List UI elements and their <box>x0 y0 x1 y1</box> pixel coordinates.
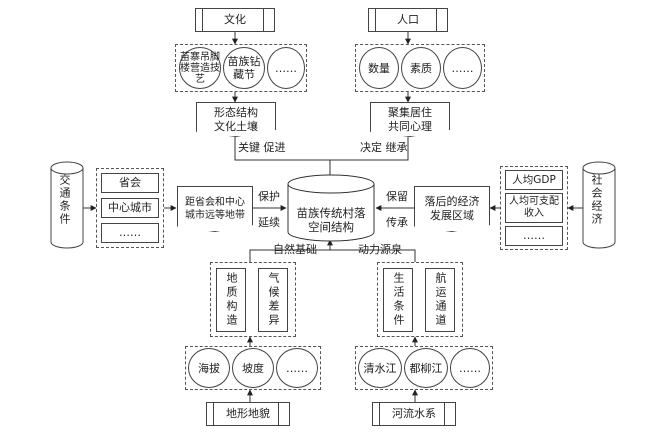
terrain-factors-group <box>210 262 296 337</box>
transport-summary-line-2: 城市远等地带 <box>185 210 245 221</box>
economy-item-box: …… <box>505 226 563 246</box>
population-title-box: 人口 <box>368 8 448 32</box>
population-summary-box: 聚集居住 共同心理 <box>370 102 450 137</box>
transport-item-box: 中心城市 <box>101 198 159 218</box>
terrain-item-circle: 坡度 <box>232 348 274 388</box>
economy-item-2: 人均可支配收入 <box>509 196 559 219</box>
population-item-circle: 素质 <box>401 47 441 89</box>
river-item-circle: 都柳江 <box>404 348 448 388</box>
transport-item-3: …… <box>119 226 141 239</box>
economy-item-1: 人均GDP <box>512 174 556 186</box>
river-item-circle: …… <box>450 348 490 388</box>
economy-summary-line-1: 落后的经济 <box>424 195 480 208</box>
population-item-circle: 数量 <box>359 47 399 89</box>
economy-items-group <box>500 166 568 250</box>
terrain-factor-box: 气候差异 <box>258 268 288 332</box>
population-item-2: 素质 <box>410 61 432 75</box>
population-item-circle: …… <box>443 47 482 89</box>
economy-link-label-1: 保留 <box>386 190 408 203</box>
culture-item-1: 苗寨吊脚楼营造技艺 <box>180 51 220 85</box>
culture-item-circle: …… <box>267 47 305 89</box>
population-title: 人口 <box>397 13 419 26</box>
culture-item-circle: 苗族钻藏节 <box>223 47 265 89</box>
transport-item-1: 省会 <box>119 176 141 189</box>
transport-cylinder <box>50 161 84 249</box>
river-title: 河流水系 <box>392 407 436 420</box>
transport-item-2: 中心城市 <box>108 201 152 214</box>
transport-link-label-1: 保护 <box>258 190 280 203</box>
transport-summary-line-1: 距省会和中心 <box>185 197 245 208</box>
center-title-line-2: 空间结构 <box>308 220 354 234</box>
terrain-title: 地形地貌 <box>226 407 270 420</box>
population-link-label: 决定 继承 <box>360 141 408 154</box>
terrain-item-1: 海拔 <box>198 361 220 375</box>
culture-title-box: 文化 <box>195 8 275 32</box>
culture-item-2: 苗族钻藏节 <box>227 55 261 81</box>
economy-link-label-2: 传承 <box>386 216 408 229</box>
culture-summary-line-2: 文化土壤 <box>214 119 258 133</box>
culture-link-label: 关键 促进 <box>238 141 286 154</box>
transport-items-group <box>96 168 164 248</box>
terrain-item-2: 坡度 <box>242 361 264 375</box>
terrain-factor-2: 气候差异 <box>267 272 280 328</box>
river-item-1: 清水江 <box>363 361 397 375</box>
center-label-natural: 自然基础 <box>273 243 317 256</box>
terrain-item-circle: 海拔 <box>188 348 230 388</box>
river-items-group <box>355 346 493 390</box>
transport-link-label-2: 延续 <box>258 216 280 229</box>
center-title: 苗族传统村落 空间结构 <box>290 206 372 234</box>
economy-cylinder <box>582 161 616 249</box>
terrain-factor-box: 地质构造 <box>216 268 246 332</box>
transport-item-box: 省会 <box>101 173 159 193</box>
culture-item-3: …… <box>275 61 297 75</box>
river-factor-1: 生活条件 <box>392 272 405 328</box>
river-title-box: 河流水系 <box>372 402 456 426</box>
river-item-3: …… <box>459 361 481 375</box>
terrain-items-group <box>185 346 321 390</box>
population-item-1: 数量 <box>368 61 390 75</box>
transport-title: 交通条件 <box>58 174 71 226</box>
center-cylinder <box>287 174 375 242</box>
river-item-circle: 清水江 <box>358 348 402 388</box>
river-factor-2: 航运通道 <box>434 272 447 328</box>
terrain-item-3: …… <box>286 361 308 375</box>
economy-item-3: …… <box>523 229 545 242</box>
terrain-item-circle: …… <box>276 348 318 388</box>
population-summary-line-2: 共同心理 <box>388 119 432 133</box>
river-factor-box: 航运通道 <box>425 268 455 332</box>
culture-item-circle: 苗寨吊脚楼营造技艺 <box>179 47 221 89</box>
economy-item-box: 人均可支配收入 <box>505 193 563 223</box>
culture-summary-line-1: 形态结构 <box>214 105 258 119</box>
terrain-factor-1: 地质构造 <box>225 272 238 328</box>
culture-title: 文化 <box>224 13 246 26</box>
population-summary-line-1: 聚集居住 <box>388 105 432 119</box>
economy-summary-box: 落后的经济 发展区域 <box>414 186 490 232</box>
economy-summary-line-2: 发展区域 <box>430 209 474 222</box>
river-factors-group <box>377 262 463 337</box>
terrain-title-box: 地形地貌 <box>206 402 290 426</box>
center-title-line-1: 苗族传统村落 <box>296 206 366 220</box>
population-item-3: …… <box>451 61 474 75</box>
transport-summary-box: 距省会和中心 城市远等地带 <box>177 186 253 232</box>
river-factor-box: 生活条件 <box>383 268 413 332</box>
population-items-group <box>355 44 485 92</box>
culture-summary-box: 形态结构 文化土壤 <box>196 102 276 137</box>
economy-title: 社会经济 <box>590 174 603 226</box>
center-label-driving: 动力源泉 <box>358 243 402 256</box>
river-item-2: 都柳江 <box>409 361 443 375</box>
economy-item-box: 人均GDP <box>505 170 563 190</box>
transport-item-box: …… <box>101 223 159 243</box>
culture-items-group <box>175 44 307 92</box>
